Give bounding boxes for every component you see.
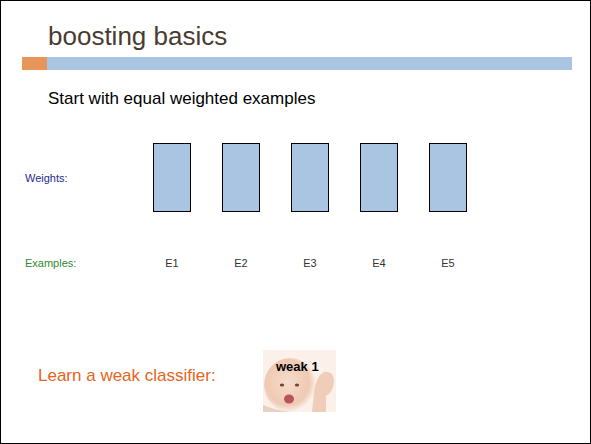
example-label: E1	[165, 257, 178, 270]
weight-bar	[223, 144, 260, 212]
example-label: E3	[303, 257, 316, 270]
example-label: E2	[234, 257, 247, 270]
example-label: E5	[441, 257, 454, 270]
baby-picture	[263, 350, 336, 412]
accent-bar	[22, 57, 47, 70]
header-bar	[47, 57, 572, 70]
weight-bars	[154, 144, 467, 212]
baby-shoulder	[263, 405, 290, 412]
baby-eye	[280, 383, 284, 386]
weight-bar	[361, 144, 398, 212]
baby-arm	[312, 372, 334, 412]
example-label: E4	[372, 257, 385, 270]
weight-bar	[154, 144, 191, 212]
row-label: Weights:	[25, 172, 68, 185]
baby-eye	[295, 383, 299, 386]
weight-bar	[292, 144, 329, 212]
weight-bar	[430, 144, 467, 212]
picture-ground	[263, 350, 336, 412]
slide-title: boosting basics	[48, 22, 227, 52]
row-label: Examples:	[25, 257, 76, 270]
baby-mouth	[284, 395, 294, 404]
classifier-name: weak 1	[276, 360, 323, 375]
step-label: Learn a weak classifier:	[38, 366, 216, 386]
subtitle: Start with equal weighted examples	[48, 89, 315, 109]
classifier-picture: weak 1	[263, 350, 336, 412]
